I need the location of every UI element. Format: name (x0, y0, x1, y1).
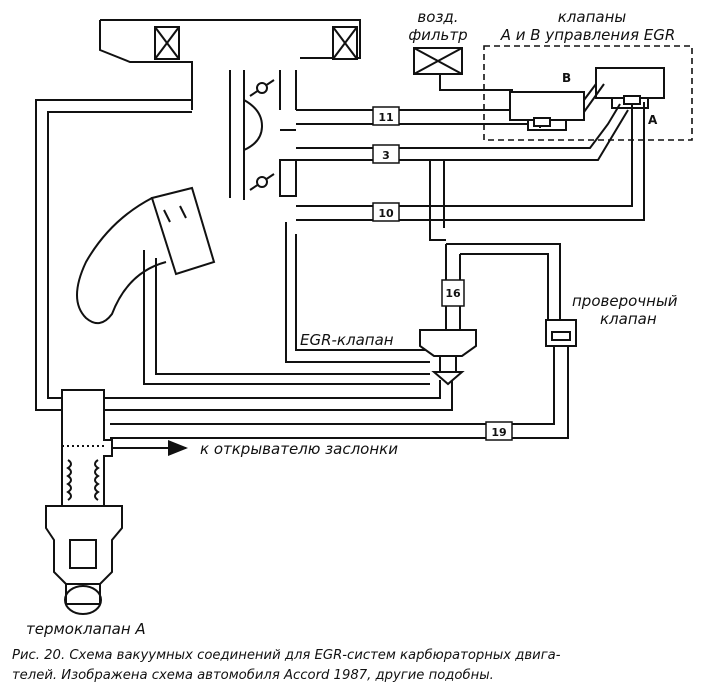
air-filter-label-2: фильтр (408, 26, 467, 44)
hose-tag-3: 3 (372, 144, 400, 164)
egr-valve (419, 329, 477, 386)
thermovalve-a (45, 389, 123, 615)
carburetor (99, 19, 361, 200)
hose-number-3: 3 (382, 149, 390, 162)
egr-control-valves (483, 45, 693, 141)
egr-valve-label: EGR-клапан (300, 331, 394, 349)
valve-a-label: А (648, 113, 658, 127)
hose-tag-16: 16 (441, 279, 465, 307)
hose-tag-19: 19 (485, 421, 513, 441)
caption-line-1: Рис. 20. Схема вакуумных соединений для … (12, 648, 561, 663)
thermovalve-label: термоклапан А (26, 620, 146, 638)
hose-tag-11: 11 (372, 106, 400, 126)
hose-number-11: 11 (378, 111, 393, 124)
intake-manifold (76, 186, 216, 325)
valve-b-label: В (562, 71, 571, 85)
hose-tag-10: 10 (372, 202, 400, 222)
throttle-opener-label: к открывателю заслонки (200, 440, 398, 458)
hose-number-10: 10 (378, 207, 394, 220)
valves-label-1: клапаны (558, 8, 627, 26)
air-filter (413, 47, 513, 100)
air-filter-label-1: возд. (417, 8, 458, 26)
check-valve (545, 319, 577, 347)
check-valve-label-1: проверочный (572, 292, 678, 310)
figure-caption: Рис. 20. Схема вакуумных соединений для … (12, 646, 712, 686)
check-valve-label-2: клапан (600, 310, 657, 328)
caption-line-2: телей. Изображена схема автомобиля Accor… (12, 668, 494, 683)
hose-number-16: 16 (445, 287, 461, 300)
vacuum-hoses (35, 99, 645, 439)
valves-label-2: А и В управления EGR (500, 26, 676, 44)
hose-number-19: 19 (491, 426, 506, 439)
